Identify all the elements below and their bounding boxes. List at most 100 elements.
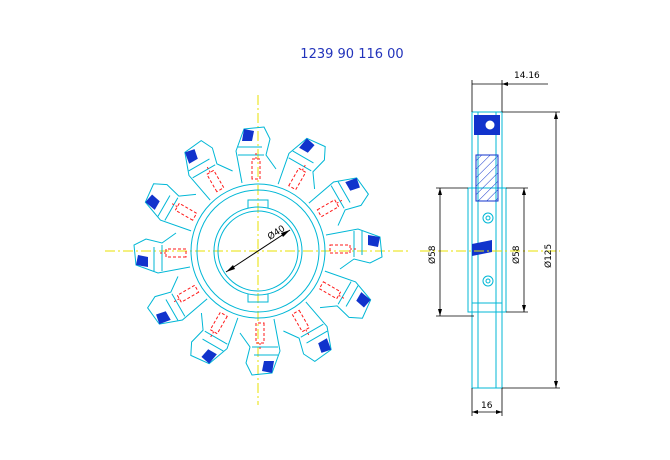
tooth-body <box>239 318 281 376</box>
tooth-hidden-screw <box>255 322 265 344</box>
hub-left-label: Ø58 <box>427 245 438 264</box>
tooth-hidden-screw <box>209 311 228 335</box>
tooth-pocket <box>252 346 278 356</box>
side-screw-upper-inner <box>485 215 491 221</box>
tooth-hidden-thread <box>305 329 311 337</box>
tooth-insert <box>262 361 274 373</box>
tooth-hidden-screw <box>318 281 342 300</box>
tooth-hidden-screw <box>288 167 307 191</box>
keyway-top <box>247 199 269 208</box>
tooth-body <box>147 276 208 325</box>
tooth-hidden-thread <box>170 202 178 208</box>
bottom-width-label: 16 <box>481 401 493 411</box>
side-screw-lower <box>482 275 494 287</box>
tooth-body <box>184 140 233 201</box>
tooth-hidden-thread <box>172 298 180 304</box>
tooth-insert <box>145 194 160 210</box>
tooth-insert <box>136 255 148 267</box>
tooth-11 <box>144 183 198 232</box>
hub-circle-inner <box>196 189 320 313</box>
tooth-body <box>325 228 383 270</box>
tooth-hidden-thread <box>338 294 346 300</box>
hub-circle-outer <box>190 183 326 319</box>
tooth-insert <box>356 292 371 308</box>
tooth-hidden-screw <box>174 202 198 221</box>
bore-dimension-label: Ø40 <box>266 223 288 242</box>
tooth-hidden-screw <box>251 158 261 180</box>
tooth-6 <box>283 301 332 362</box>
dim-hubr-arrow-bottom <box>522 305 526 312</box>
bore-dimension-line <box>225 229 291 273</box>
top-width-label: 14.16 <box>514 71 540 81</box>
side-screw-upper <box>482 212 494 224</box>
tooth-insert <box>201 349 217 364</box>
tooth-12 <box>184 140 233 201</box>
hub-right-label: Ø58 <box>511 245 522 264</box>
tooth-hidden-thread <box>301 163 307 171</box>
dim-top-arrow <box>502 82 508 86</box>
tooth-hidden-thread <box>336 198 344 204</box>
tooth-pocket <box>337 281 359 307</box>
tooth-3 <box>308 177 369 226</box>
bore-circle <box>213 206 303 296</box>
dim-outer-arrow-bottom <box>554 381 558 388</box>
tooth-body <box>277 137 326 190</box>
tooth-hidden-screw <box>291 309 310 333</box>
tooth-7 <box>239 318 281 376</box>
tooth-insert <box>184 149 198 164</box>
tooth-hidden-thread <box>205 165 211 173</box>
tooth-pocket <box>330 181 351 209</box>
dim-hubl-arrow-top <box>438 188 442 195</box>
tooth-pocket <box>288 150 314 172</box>
tooth-8 <box>190 311 239 365</box>
tooth-body <box>190 312 239 365</box>
tooth-insert <box>156 311 171 325</box>
side-screw-lower-inner <box>485 278 491 284</box>
tooth-pocket <box>153 245 163 271</box>
tooth-insert <box>318 338 332 353</box>
dim-hubl-arrow-bottom <box>438 309 442 316</box>
tooth-body <box>144 183 197 232</box>
dim-outer-arrow-top <box>554 112 558 119</box>
bore-arrow-b <box>281 230 290 237</box>
tooth-body <box>283 301 332 362</box>
tooth-pocket <box>300 323 328 344</box>
tooth-body <box>308 177 369 226</box>
side-view: 14.16 Ø125 Ø58 Ø58 16 <box>420 71 560 416</box>
tooth-hidden-screw <box>165 248 187 258</box>
tooth-pocket <box>353 231 363 257</box>
tooth-hidden-screw <box>206 169 225 193</box>
tooth-insert <box>345 177 360 191</box>
tooth-hidden-screw <box>329 244 351 254</box>
hatched-section <box>475 154 499 202</box>
keyway-bottom <box>247 294 269 303</box>
tooth-9 <box>147 276 208 325</box>
part-number: 1239 90 116 00 <box>300 47 403 62</box>
tooth-1 <box>235 126 277 184</box>
bore-arrow-a <box>226 265 235 272</box>
tooth-insert <box>368 235 380 247</box>
front-view: Ø40 <box>105 95 410 405</box>
tooth-body <box>133 232 191 274</box>
tooth-10 <box>133 232 191 274</box>
outer-diameter-label: Ø125 <box>543 244 554 268</box>
tooth-insert <box>299 138 315 153</box>
tooth-hidden-screw <box>316 199 340 218</box>
tooth-2 <box>277 137 326 191</box>
tooth-hidden-thread <box>209 331 215 339</box>
tooth-pocket <box>238 146 264 156</box>
insert-screw-top <box>484 119 496 131</box>
tooth-5 <box>318 270 372 319</box>
dim-bot-arrow-right <box>496 410 502 414</box>
dim-bot-arrow-left <box>472 410 478 414</box>
tooth-body <box>235 126 277 184</box>
tooth-pocket <box>165 293 186 321</box>
tooth-4 <box>325 228 383 270</box>
bore-chamfer <box>217 210 299 292</box>
tooth-insert <box>242 129 254 141</box>
tooth-hidden-screw <box>176 284 200 303</box>
cutter-teeth <box>133 126 383 376</box>
tooth-body <box>319 270 372 319</box>
tooth-pocket <box>157 195 179 221</box>
